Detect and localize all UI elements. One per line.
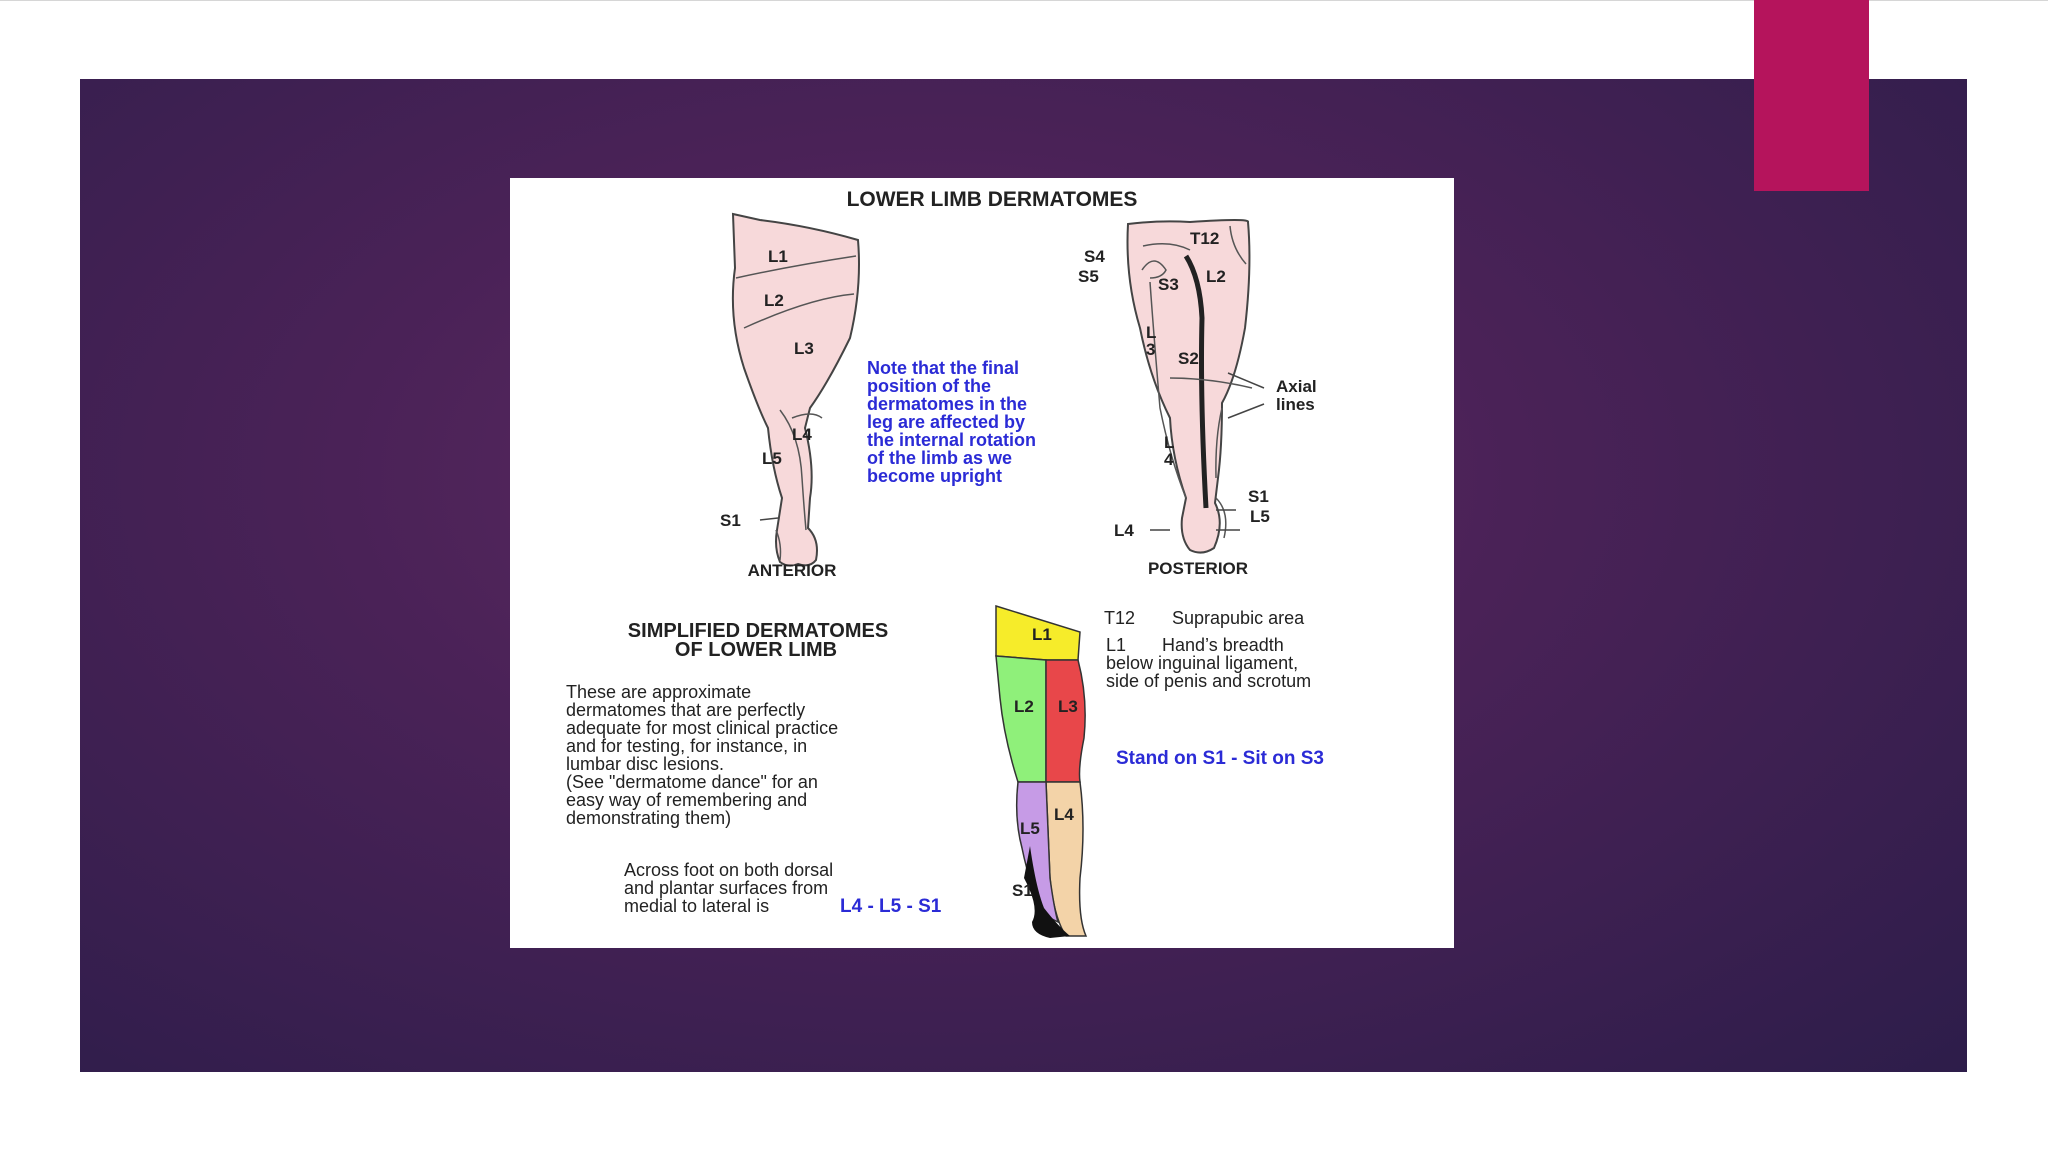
posterior-label-l4: L4 <box>1114 521 1134 540</box>
note-line: position of the <box>867 376 991 396</box>
top-border-line <box>0 0 2048 1</box>
mnemonic: Stand on S1 - Sit on S3 <box>1116 748 1324 769</box>
t12-description: Suprapubic area <box>1172 608 1305 628</box>
posterior-axial-line-dark <box>1183 254 1209 509</box>
zone-s1 <box>1024 846 1070 938</box>
l1-description-line: below inguinal ligament, <box>1106 653 1298 673</box>
simplified-label-s1: S1 <box>1012 881 1033 900</box>
description-line: dermatomes that are perfectly <box>566 700 805 720</box>
axial-lines-label-1: Axial <box>1276 377 1317 396</box>
simplified-label-l4: L4 <box>1054 805 1074 824</box>
anterior-leg-outline <box>731 212 860 567</box>
posterior-leg-outline <box>1126 219 1251 554</box>
anterior-boundary-l1-l2 <box>735 255 857 279</box>
posterior-l3-line <box>1149 281 1187 499</box>
anterior-label-l5: L5 <box>762 449 782 468</box>
description-line: These are approximate <box>566 682 751 702</box>
foot-description: Across foot on both dorsal and plantar s… <box>624 860 942 917</box>
posterior-label-l5: L5 <box>1250 507 1270 526</box>
description-line: easy way of remembering and <box>566 790 807 810</box>
posterior-label-l3-top: L <box>1146 323 1156 342</box>
anterior-label-s1: S1 <box>720 511 741 530</box>
anterior-s1-pointer <box>759 517 779 521</box>
posterior-t12-line <box>1142 243 1191 251</box>
simplified-title-line-1: SIMPLIFIED DERMATOMES <box>628 620 888 642</box>
description-line: and for testing, for instance, in <box>566 736 807 756</box>
zone-l2 <box>995 655 1047 783</box>
figure-title: LOWER LIMB DERMATOMES <box>847 188 1138 211</box>
description-line: demonstrating them) <box>566 808 731 828</box>
dermatome-figure: LOWER LIMB DERMATOMES L1 L2 L3 L4 L5 S1 … <box>510 178 1454 948</box>
simplified-leg <box>995 604 1088 938</box>
simplified-label-l5: L5 <box>1020 819 1040 838</box>
posterior-label-s4: S4 <box>1084 247 1105 266</box>
anterior-boundary-s1 <box>775 529 782 561</box>
simplified-description: These are approximate dermatomes that ar… <box>566 682 838 828</box>
dermatome-illustration: LOWER LIMB DERMATOMES L1 L2 L3 L4 L5 S1 … <box>566 188 1324 938</box>
axial-lines-pointer <box>1227 372 1265 419</box>
l1-description-line: side of penis and scrotum <box>1106 671 1311 691</box>
posterior-label-t12: T12 <box>1190 229 1219 248</box>
simplified-label-l2: L2 <box>1014 697 1034 716</box>
posterior-label-s2: S2 <box>1178 349 1199 368</box>
anterior-label-l4: L4 <box>792 425 812 444</box>
l1-code: L1 <box>1106 635 1126 655</box>
note-line: of the limb as we <box>867 448 1012 468</box>
t12-code: T12 <box>1104 608 1135 628</box>
zone-l3 <box>1045 659 1086 783</box>
anterior-label-l1: L1 <box>768 247 788 266</box>
axial-lines-label-2: lines <box>1276 395 1315 414</box>
simplified-title-line-2: OF LOWER LIMB <box>675 639 837 661</box>
posterior-knee-line <box>1169 377 1253 389</box>
anterior-label-l2: L2 <box>764 291 784 310</box>
foot-line: medial to lateral is <box>624 896 769 916</box>
description-line: (See "dermatome dance" for an <box>566 772 818 792</box>
l1-description-line: Hand’s breadth <box>1162 635 1284 655</box>
description-line: lumbar disc lesions. <box>566 754 724 774</box>
note-line: Note that the final <box>867 358 1019 378</box>
posterior-label-s3: S3 <box>1158 275 1179 294</box>
posterior-label-l2: L2 <box>1206 267 1226 286</box>
note-line: the internal rotation <box>867 430 1036 450</box>
anterior-label-l3: L3 <box>794 339 814 358</box>
posterior-label-l3-bottom: 3 <box>1146 340 1155 359</box>
anterior-knee-line <box>791 413 823 419</box>
anterior-caption: ANTERIOR <box>748 561 837 580</box>
foot-sequence: L4 - L5 - S1 <box>840 896 942 917</box>
foot-line: and plantar surfaces from <box>624 878 828 898</box>
posterior-s4-s5-line <box>1141 260 1167 279</box>
accent-tab <box>1754 0 1869 191</box>
posterior-label-s5: S5 <box>1078 267 1099 286</box>
note-line: become upright <box>867 466 1002 486</box>
posterior-label-l4-bottom: 4 <box>1164 450 1174 469</box>
note-line: leg are affected by <box>867 412 1025 432</box>
simplified-label-l3: L3 <box>1058 697 1078 716</box>
anterior-boundary-l4-l5 <box>779 409 807 531</box>
anterior-leg <box>731 212 860 567</box>
rotation-note: Note that the final position of the derm… <box>867 358 1036 486</box>
simplified-label-l1: L1 <box>1032 625 1052 644</box>
anterior-boundary-l2-l3 <box>743 293 855 329</box>
posterior-l4-line <box>1215 407 1223 479</box>
note-line: dermatomes in the <box>867 394 1027 414</box>
foot-line: Across foot on both dorsal <box>624 860 833 880</box>
posterior-l2-line <box>1229 225 1247 265</box>
posterior-label-l4-top: L <box>1164 433 1174 452</box>
posterior-leg <box>1126 219 1265 554</box>
posterior-s1-line <box>1215 497 1227 539</box>
posterior-label-s1: S1 <box>1248 487 1269 506</box>
posterior-caption: POSTERIOR <box>1148 559 1248 578</box>
description-line: adequate for most clinical practice <box>566 718 838 738</box>
